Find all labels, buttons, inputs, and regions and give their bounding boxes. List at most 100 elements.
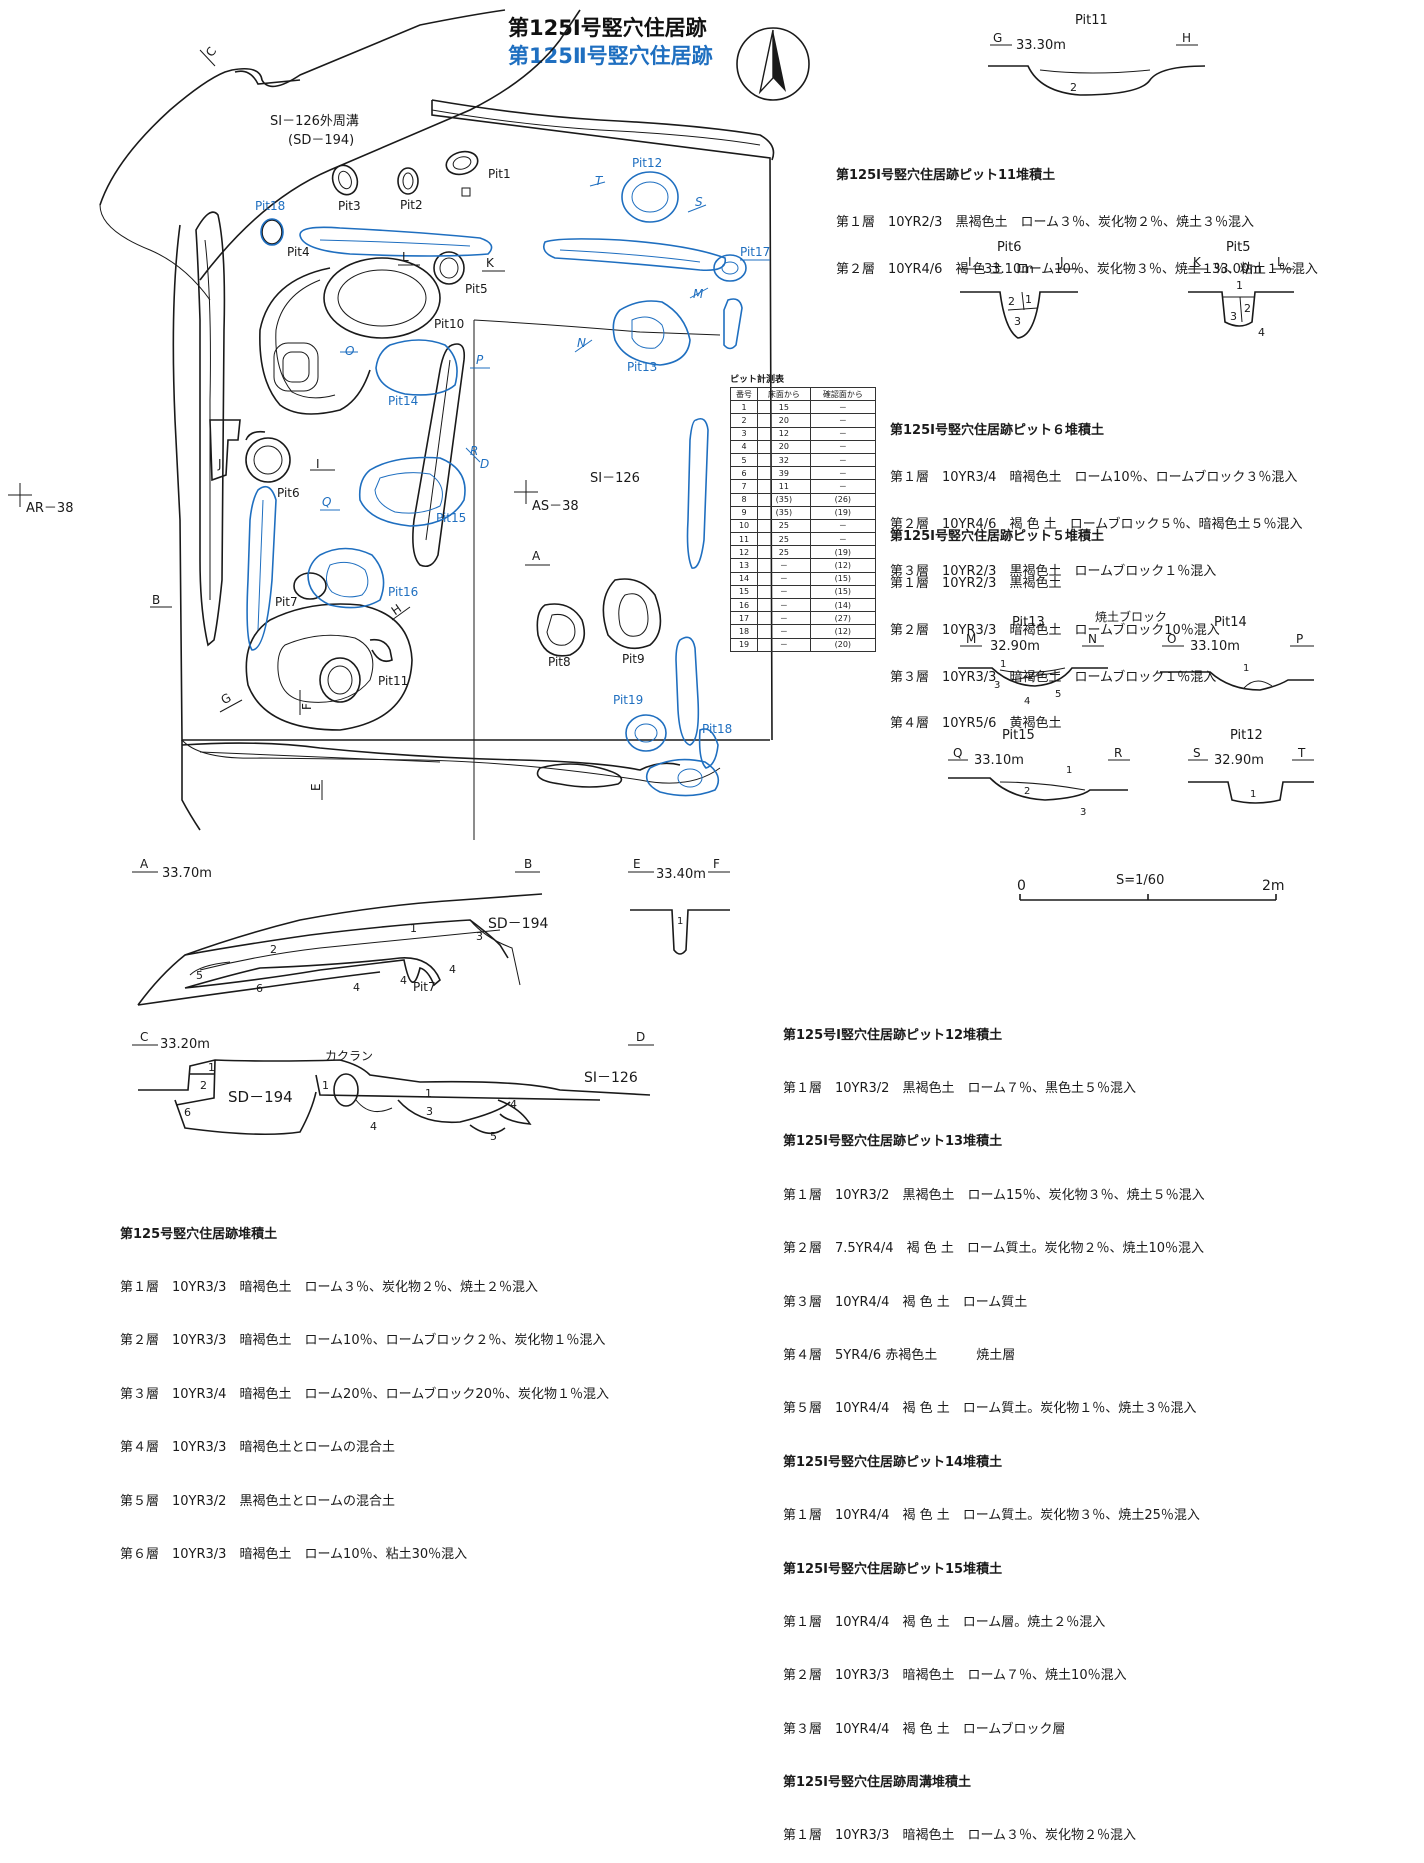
svg-text:O: O: [1167, 632, 1176, 646]
table-cell: (12): [809, 558, 877, 573]
ar38-label: AR－38: [26, 501, 73, 516]
label-pit18-b: Pit18: [702, 722, 732, 736]
svg-text:D: D: [636, 1030, 645, 1044]
table-cell: 15: [757, 400, 811, 415]
svg-text:3: 3: [476, 930, 483, 943]
table-cell: (20): [809, 637, 877, 652]
svg-text:L: L: [1277, 255, 1284, 269]
label-pit15: Pit15: [436, 511, 466, 525]
label-pit7: Pit7: [275, 595, 298, 609]
svg-text:6: 6: [256, 982, 263, 995]
soil-title: 第125Ⅰ号竪穴住居跡ピット15堆積土: [783, 1561, 1003, 1577]
svg-text:1: 1: [1243, 663, 1249, 674]
svg-text:C: C: [140, 1030, 148, 1044]
title-125-ii: 第125Ⅱ号竪穴住居跡: [508, 44, 713, 68]
north-arrow-icon: [736, 27, 810, 101]
table-cell: －: [757, 624, 811, 639]
table-caption: ピット計測表: [730, 375, 785, 385]
marker-g: G: [219, 690, 234, 707]
table-cell: 32: [757, 452, 811, 468]
label-pit1: Pit1: [488, 167, 511, 181]
label-pit4: Pit4: [287, 245, 310, 259]
soil-line: 第３層 10YR3/4 暗褐色土 ローム20％、ロームブロック20％、炭化物１％…: [120, 1386, 609, 1402]
svg-text:33.10m: 33.10m: [1190, 639, 1240, 654]
table-row: 9(35)(19): [729, 505, 877, 520]
marker-e: E: [309, 783, 323, 791]
soil-line: 第３層 10YR2/3 黒褐色土 ロームブロック１％混入: [890, 563, 1217, 579]
marker-f: F: [300, 703, 314, 710]
svg-text:M: M: [966, 632, 976, 646]
svg-text:4: 4: [353, 981, 360, 994]
section-pit5: Pit5 K 33.00m L 1 2 3 4: [1188, 240, 1294, 339]
svg-text:33.70m: 33.70m: [162, 866, 212, 881]
label-pit12: Pit12: [632, 156, 662, 170]
svg-text:1: 1: [1025, 293, 1032, 306]
svg-text:2: 2: [1008, 295, 1015, 308]
svg-text:33.30m: 33.30m: [1016, 38, 1066, 53]
table-cell: －: [809, 400, 877, 415]
table-cell: 20: [757, 439, 811, 454]
table-cell: 7: [729, 479, 759, 494]
svg-text:2: 2: [1024, 786, 1030, 797]
svg-text:1: 1: [677, 916, 683, 927]
svg-text:A: A: [140, 857, 149, 871]
table-row: 16－(14): [729, 597, 877, 613]
marker-m: M: [693, 287, 704, 301]
soil-line: 第２層 10YR4/6 褐 色 土 ロームブロック５％、暗褐色土５％混入: [890, 516, 1303, 532]
svg-text:33.40m: 33.40m: [656, 867, 706, 882]
soil-title: 第125号Ⅰ竪穴住居跡ピット12堆積土: [783, 1027, 1003, 1043]
svg-text:33.00m: 33.00m: [1212, 262, 1262, 277]
table-row: 18－(12): [729, 624, 877, 639]
marker-s: S: [695, 195, 703, 209]
svg-text:K: K: [1193, 255, 1202, 269]
svg-text:5: 5: [196, 969, 203, 982]
svg-text:P: P: [1296, 632, 1303, 646]
svg-text:Pit6: Pit6: [997, 240, 1022, 255]
soil-title: 第125Ⅰ号竪穴住居跡ピット14堆積土: [783, 1454, 1003, 1470]
label-pit14: Pit14: [388, 394, 418, 408]
pit11-soil-block: 第125Ⅰ号竪穴住居跡ピット11堆積土 第１層 10YR2/3 黒褐色土 ローム…: [836, 137, 1318, 293]
plan-labels: SI－126外周溝 (SD－194) SI－126 AR－38 AS－38 C …: [26, 44, 645, 791]
svg-text:Pit5: Pit5: [1226, 240, 1251, 255]
table-cell: －: [757, 584, 811, 600]
pit5-soil-block: 第125Ⅰ号竪穴住居跡ピット５堆積土 第１層 10YR2/3 黒褐色土 第２層 …: [890, 498, 1220, 748]
table-cell: 25: [757, 532, 811, 547]
table-cell: －: [757, 611, 811, 626]
table-cell: 13: [729, 558, 759, 573]
table-cell: (26): [809, 492, 877, 507]
table-cell: 15: [729, 584, 759, 600]
table-cell: 39: [757, 466, 811, 481]
svg-text:3: 3: [1230, 310, 1237, 323]
table-cell: (19): [809, 505, 877, 520]
plan-blue-features: [246, 171, 770, 797]
table-cell: 4: [729, 439, 759, 454]
svg-text:Pit15: Pit15: [1002, 728, 1035, 743]
svg-text:1: 1: [410, 922, 417, 935]
table-cell: 25: [757, 545, 811, 560]
soil-line: 第１層 10YR3/4 暗褐色土 ローム10％、ロームブロック３％混入: [890, 469, 1298, 485]
table-cell: 12: [729, 545, 759, 560]
marker-k: K: [486, 256, 495, 270]
svg-text:1: 1: [1236, 279, 1243, 292]
crosshair-as38-icon: [514, 480, 538, 504]
soil-line: 第２層 10YR3/3 暗褐色土 ロームブロック10％混入: [890, 622, 1220, 638]
svg-text:2: 2: [1028, 671, 1034, 682]
svg-text:4: 4: [370, 1120, 377, 1133]
section-pit14: Pit14 O 33.10m P 1: [1160, 615, 1314, 691]
table-cell: 12: [757, 426, 811, 441]
svg-text:33.20m: 33.20m: [160, 1037, 210, 1052]
svg-text:4: 4: [400, 974, 407, 987]
scale-bar: 0 S=1/60 2m: [1017, 873, 1285, 901]
table-cell: －: [757, 637, 811, 652]
svg-text:H: H: [1182, 31, 1191, 45]
soil-line: 第３層 10YR4/4 褐 色 土 ロームブロック層: [783, 1721, 1066, 1737]
table-cell: (15): [809, 584, 877, 600]
svg-text:SI－126: SI－126: [584, 1070, 638, 1086]
marker-r: R: [470, 444, 478, 458]
table-row: 13－(12): [729, 558, 877, 573]
label-pit11: Pit11: [378, 674, 408, 688]
